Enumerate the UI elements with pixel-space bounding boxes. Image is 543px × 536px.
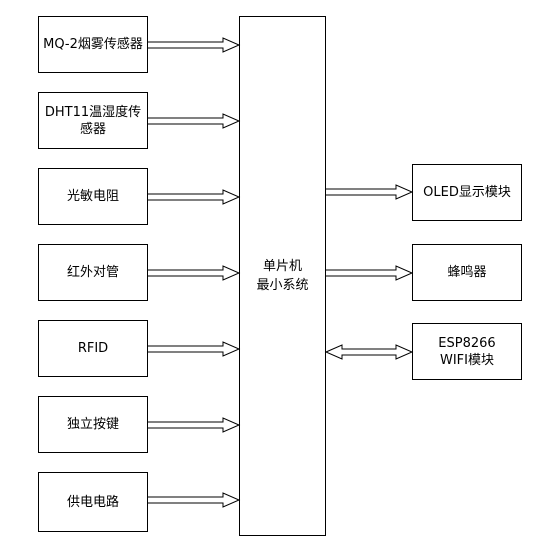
arrow-mcu-to-buzzer: [326, 265, 414, 281]
input-box-keys: 独立按键: [38, 396, 148, 453]
output-box-oled: OLED显示模块: [412, 164, 522, 221]
output-box-esp8266: ESP8266 WIFI模块: [412, 323, 522, 380]
output-box-buzzer: 蜂鸣器: [412, 244, 522, 301]
output-label-esp8266: ESP8266 WIFI模块: [438, 335, 496, 368]
input-box-photoresistor: 光敏电阻: [38, 168, 148, 225]
input-label-keys: 独立按键: [66, 417, 119, 432]
arrow-rfid-to-mcu: [148, 341, 241, 357]
arrow-mcu-to-oled: [326, 184, 414, 200]
arrow-mq2-to-mcu: [148, 37, 241, 53]
input-label-power: 供电电路: [66, 494, 119, 510]
arrow-dht11-to-mcu: [148, 113, 241, 129]
connector-arrows: [148, 37, 414, 508]
output-label-buzzer: 蜂鸣器: [447, 265, 487, 280]
input-box-rfid: RFID: [38, 320, 148, 377]
input-box-infrared: 红外对管: [38, 244, 148, 301]
input-label-photoresistor: 光敏电阻: [66, 189, 119, 204]
input-label-dht11: DHT11温湿度传 感器: [44, 104, 142, 137]
arrow-photoresistor-to-mcu: [148, 189, 241, 205]
input-box-dht11: DHT11温湿度传 感器: [38, 92, 148, 149]
arrow-infrared-to-mcu: [148, 265, 241, 281]
arrow-keys-to-mcu: [148, 417, 241, 433]
mcu-label: 单片机 最小系统: [256, 259, 309, 293]
input-label-mq2: MQ-2烟雾传感器: [43, 37, 143, 52]
input-box-mq2: MQ-2烟雾传感器: [38, 16, 148, 73]
mcu-box: 单片机 最小系统: [239, 16, 326, 536]
arrow-mcu-esp8266-bidirectional: [324, 344, 414, 360]
arrow-power-to-mcu: [148, 492, 241, 508]
input-label-rfid: RFID: [77, 341, 109, 356]
input-label-infrared: 红外对管: [66, 265, 119, 280]
output-label-oled: OLED显示模块: [423, 185, 511, 200]
